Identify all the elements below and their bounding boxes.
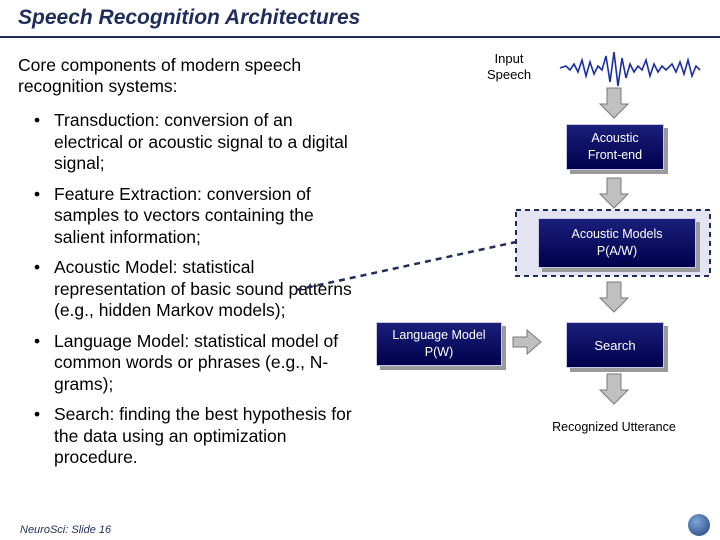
bullet-feature-extraction: Feature Extraction: conversion of sample… [32, 184, 362, 249]
slide-title: Speech Recognition Architectures [18, 6, 361, 29]
bullet-list: Transduction: conversion of an electrica… [32, 110, 362, 478]
arrow-frontend-to-acoustic [598, 177, 630, 209]
slide-footer: NeuroSci: Slide 16 [20, 524, 112, 536]
input-speech-label: Input Speech [486, 51, 532, 82]
waveform-icon [559, 51, 701, 87]
acoustic-pointer-dashed-line [295, 240, 517, 292]
arrow-search-to-output [598, 373, 630, 405]
bullet-transduction: Transduction: conversion of an electrica… [32, 110, 362, 175]
bullet-search: Search: finding the best hypothesis for … [32, 404, 362, 469]
acoustic-models-box: Acoustic Models P(A/W) [538, 218, 696, 268]
arrow-language-to-search [512, 328, 542, 356]
recognized-utterance-label: Recognized Utterance [552, 420, 676, 434]
acoustic-frontend-box: Acoustic Front-end [566, 124, 664, 170]
title-rule [0, 36, 720, 38]
arrow-acoustic-to-search [598, 281, 630, 313]
bullet-acoustic-model: Acoustic Model: statistical representati… [32, 257, 362, 322]
globe-logo-icon [688, 514, 710, 536]
flow-arrows [512, 87, 630, 405]
language-model-box: Language Model P(W) [376, 322, 502, 366]
bullet-language-model: Language Model: statistical model of com… [32, 331, 362, 396]
arrow-input-to-frontend [598, 87, 630, 119]
intro-text: Core components of modern speech recogni… [18, 55, 302, 96]
search-box: Search [566, 322, 664, 368]
